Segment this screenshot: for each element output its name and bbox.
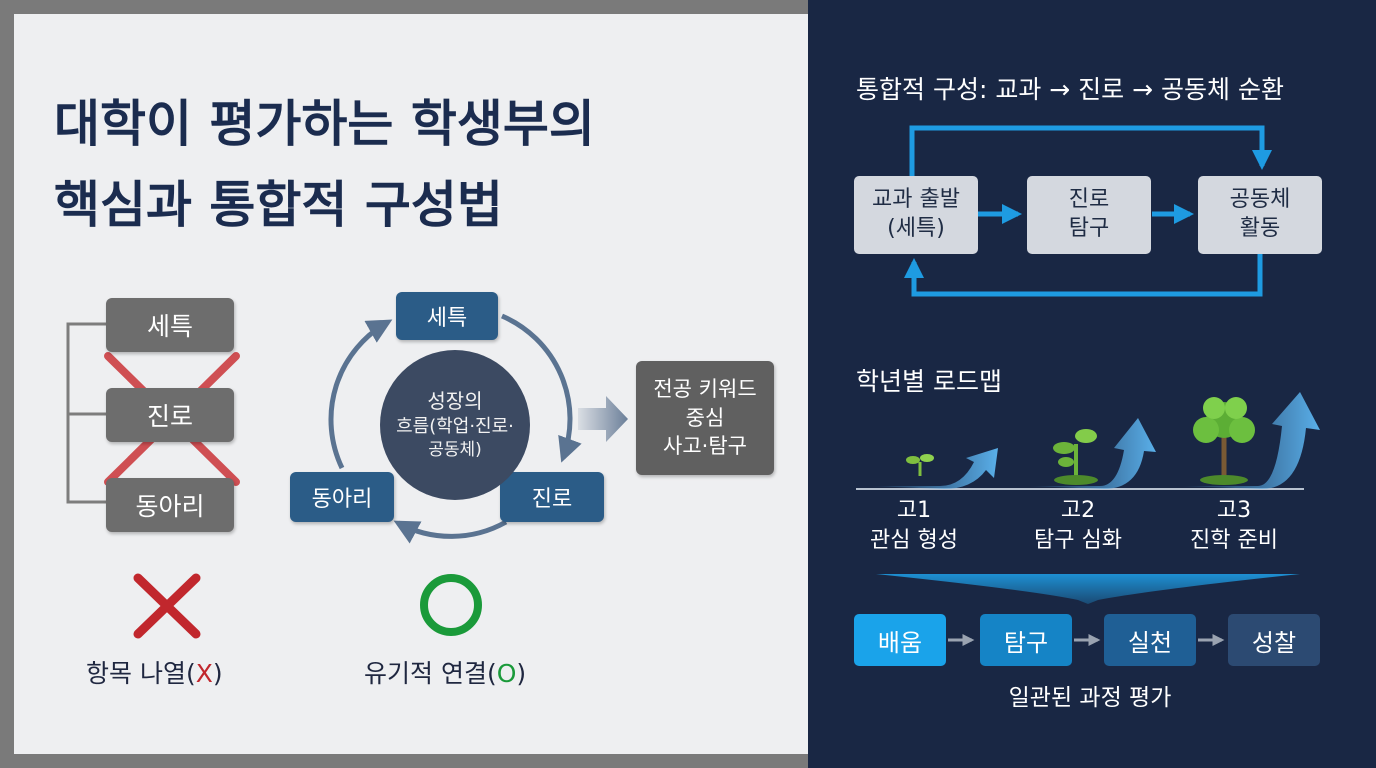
step-reflection: 성찰 [1228,614,1320,666]
caption-organic-right: 유기적 연결(O) [364,659,527,688]
growth-flow-circle: 성장의 흐름(학업·진로· 공동체) [380,350,530,500]
keyword-line3: 사고·탐구 [663,434,747,459]
caption-x-mark: X [195,659,213,688]
step-learning: 배움 [854,614,946,666]
cycle-node-club: 동아리 [290,472,394,522]
center-line2: 흐름(학업·진로· [396,415,514,437]
list-bracket [66,322,106,504]
flow-box-subject: 교과 출발(세특) [854,176,978,254]
caption-o-mark: O [496,659,517,688]
sprout-icon-1 [906,454,934,476]
roadmap-graphics [856,392,1320,490]
o-icon [420,574,482,636]
step-inquiry: 탐구 [980,614,1072,666]
center-line1: 성장의 [427,388,483,413]
list-item-career: 진로 [106,388,234,442]
list-item-setuk: 세특 [106,298,234,352]
cycle-node-career: 진로 [500,472,604,522]
list-item-club: 동아리 [106,478,234,532]
keyword-line2: 중심 [685,405,725,430]
tree-icon [1193,397,1255,485]
major-keyword-box: 전공 키워드 중심 사고·탐구 [636,361,774,475]
page-title-line1: 대학이 평가하는 학생부의 [54,95,595,153]
page-title-line2: 핵심과 통합적 구성법 [54,176,503,234]
cycle-arrows [328,313,582,544]
roadmap-heading: 학년별 로드맵 [856,367,1002,396]
integration-heading: 통합적 구성: 교과 → 진로 → 공동체 순환 [856,75,1284,104]
funnel-shape [876,574,1300,604]
caption-list-wrong: 항목 나열(X) [86,659,223,688]
cycle-node-setuk: 세특 [396,292,498,340]
center-line3: 공동체) [428,440,482,461]
integration-loop [904,125,1272,297]
x-icon [133,573,201,639]
keyword-line1: 전공 키워드 [653,377,757,402]
sprout-icon-2 [1053,429,1098,485]
step-practice: 실천 [1104,614,1196,666]
process-caption: 일관된 과정 평가 [1008,685,1172,711]
to-keyword-arrow [578,396,628,442]
